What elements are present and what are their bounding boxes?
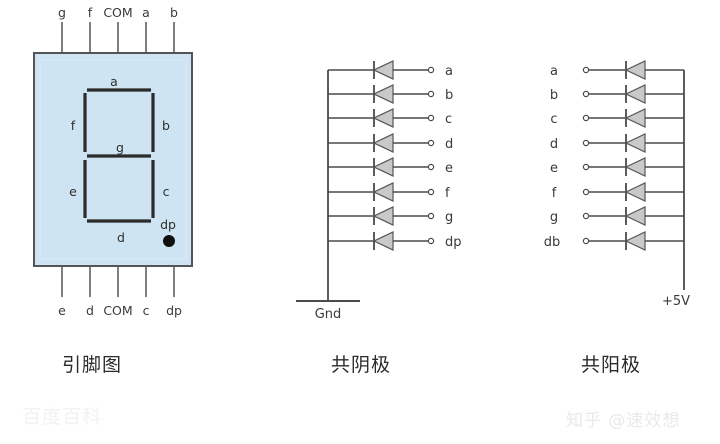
diode-anode-triangle [624, 133, 646, 153]
cc-terminal-label-d: d [445, 137, 453, 152]
terminal-node [427, 139, 435, 147]
cc-row-f: f [328, 182, 450, 202]
diode-anode-triangle [624, 60, 646, 80]
cc-row-c: c [328, 108, 452, 128]
ca-terminal-label-c: c [550, 112, 557, 127]
diode-anode-triangle [372, 60, 394, 80]
segment-label-d: d [117, 230, 125, 245]
top-pin-label-b: b [170, 5, 178, 20]
bottom-pin-label-c: c [143, 303, 150, 318]
terminal-node [427, 90, 435, 98]
seven-segments [83, 88, 155, 223]
segment-label-b: b [162, 118, 170, 133]
terminal-node [427, 212, 435, 220]
cc-terminal-label-e: e [445, 161, 453, 176]
cc-terminal-label-b: b [445, 88, 453, 103]
ca-terminal-label-db: db [544, 235, 561, 250]
common-cathode-diagram: Gnd a b [296, 60, 462, 322]
caption-common-anode: 共阳极 [581, 354, 642, 376]
cc-row-a: a [328, 60, 453, 80]
ca-terminal-label-b: b [550, 88, 558, 103]
ground-label: Gnd [315, 307, 342, 322]
cc-terminal-label-f: f [445, 186, 450, 201]
pinout-diagram: a b c d e f g dp g f COM a b e d COM c d… [33, 5, 193, 318]
cc-row-e: e [328, 157, 453, 177]
cc-terminal-label-c: c [445, 112, 452, 127]
diode-anode-triangle [624, 157, 646, 177]
top-pin-label-com: COM [103, 5, 132, 20]
ca-terminal-label-a: a [550, 64, 558, 79]
ca-row-d: d [550, 133, 684, 153]
bottom-pin-label-d: d [86, 303, 94, 318]
ca-row-a: a [550, 60, 684, 80]
diode-anode-triangle [372, 157, 394, 177]
bottom-pin-label-dp: dp [166, 303, 182, 318]
terminal-node [582, 212, 590, 220]
diode-anode-triangle [372, 108, 394, 128]
diode-anode-triangle [624, 84, 646, 104]
ca-row-g: g [550, 206, 684, 226]
segment-label-a: a [110, 74, 118, 89]
top-pin-label-g: g [58, 5, 66, 20]
diode-anode-triangle [372, 133, 394, 153]
caption-pinout: 引脚图 [62, 354, 123, 376]
display-inner-bezel [39, 59, 187, 260]
diode-anode-triangle [372, 231, 394, 251]
supply-label: +5V [662, 294, 690, 309]
diode-anode-triangle [624, 231, 646, 251]
terminal-node [582, 90, 590, 98]
diode-anode-triangle [624, 108, 646, 128]
bottom-pin-label-e: e [58, 303, 66, 318]
terminal-node [427, 188, 435, 196]
cc-row-b: b [328, 84, 453, 104]
terminal-node [582, 237, 590, 245]
ca-terminal-label-f: f [552, 186, 557, 201]
terminal-node [582, 188, 590, 196]
ca-terminal-label-g: g [550, 210, 558, 225]
terminal-node [427, 237, 435, 245]
cc-row-dp: dp [328, 231, 462, 251]
decimal-point-dot [163, 235, 175, 247]
cc-row-g: g [328, 206, 453, 226]
segment-label-g: g [116, 140, 124, 155]
ca-row-c: c [550, 108, 684, 128]
ca-row-db: db [544, 231, 684, 251]
diode-anode-triangle [624, 182, 646, 202]
segment-label-f: f [71, 118, 76, 133]
ca-terminal-label-d: d [550, 137, 558, 152]
segment-label-e: e [69, 184, 77, 199]
cc-terminal-label-a: a [445, 64, 453, 79]
bottom-pin-leads [61, 266, 175, 297]
segment-label-dp: dp [160, 217, 176, 232]
ca-row-f: f [552, 182, 684, 202]
top-pin-label-a: a [142, 5, 150, 20]
terminal-node [582, 114, 590, 122]
common-anode-diagram: +5V a b c [544, 60, 690, 309]
cc-row-d: d [328, 133, 453, 153]
cc-terminal-label-dp: dp [445, 235, 462, 250]
ca-row-b: b [550, 84, 684, 104]
top-pin-label-f: f [88, 5, 93, 20]
bottom-pin-label-com: COM [103, 303, 132, 318]
diode-anode-triangle [372, 84, 394, 104]
terminal-node [427, 114, 435, 122]
caption-common-cathode: 共阴极 [331, 354, 392, 376]
terminal-node [582, 163, 590, 171]
ca-row-e: e [550, 157, 684, 177]
segment-label-c: c [163, 184, 170, 199]
terminal-node [582, 66, 590, 74]
diode-anode-triangle [372, 182, 394, 202]
diode-anode-triangle [372, 206, 394, 226]
ca-terminal-label-e: e [550, 161, 558, 176]
terminal-node [582, 139, 590, 147]
terminal-node [427, 66, 435, 74]
cc-terminal-label-g: g [445, 210, 453, 225]
diode-anode-triangle [624, 206, 646, 226]
top-pin-leads [61, 22, 175, 53]
terminal-node [427, 163, 435, 171]
